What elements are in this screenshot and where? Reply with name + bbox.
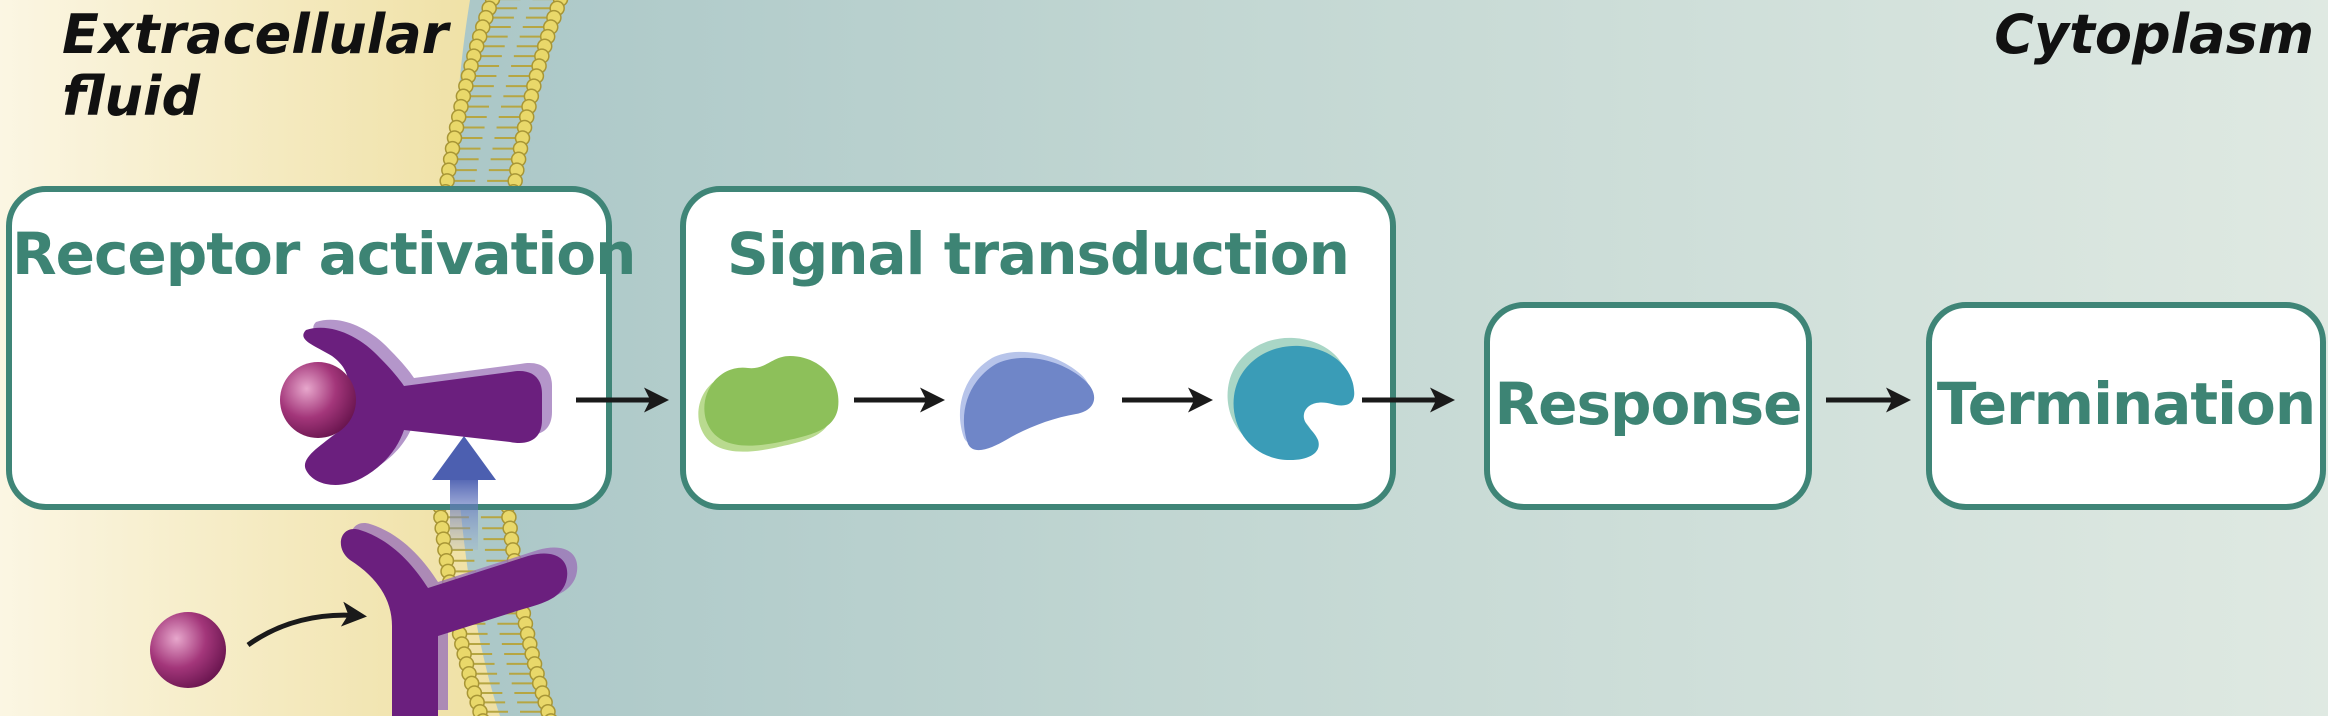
signal-transduction-box: Signal transduction xyxy=(680,186,1396,510)
cytoplasm-label: Cytoplasm xyxy=(1994,3,2314,66)
extracellular-fluid-label: Extracellular fluid xyxy=(62,3,449,128)
response-box: Response xyxy=(1484,302,1812,510)
receptor-activation-box: Receptor activation xyxy=(6,186,636,510)
termination-box: Termination xyxy=(1926,302,2326,510)
signal-transduction-title: Signal transduction xyxy=(727,220,1350,288)
termination-title: Termination xyxy=(1936,370,2316,438)
receptor-activation-title: Receptor activation xyxy=(12,220,636,288)
response-title: Response xyxy=(1494,370,1802,438)
